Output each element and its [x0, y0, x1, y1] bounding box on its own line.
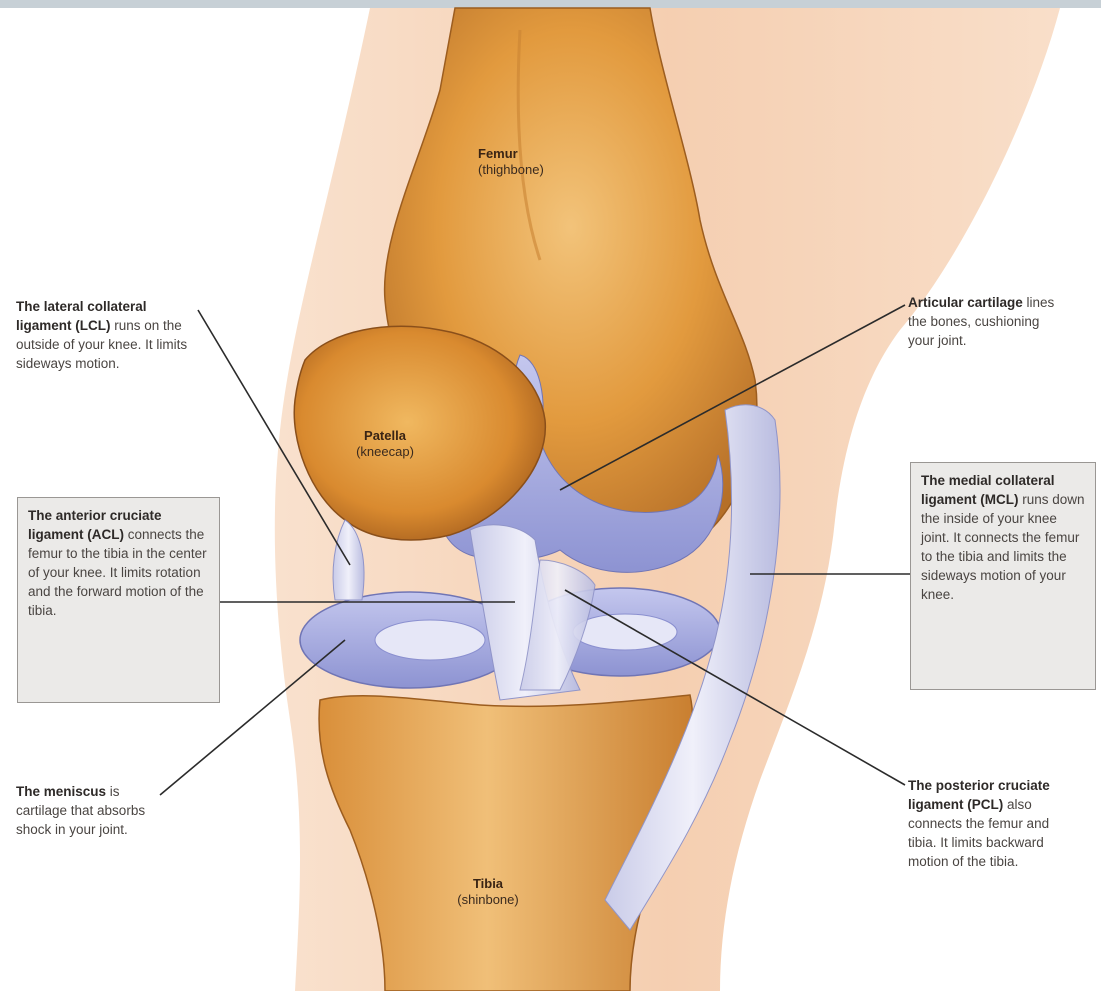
patella-label: Patella (kneecap) [340, 428, 430, 460]
acl-callout: The anterior cruciate ligament (ACL) con… [17, 497, 220, 703]
pcl-callout: The posterior cruciate ligament (PCL) al… [908, 776, 1078, 871]
lcl-callout: The lateral collateral ligament (LCL) ru… [16, 297, 201, 373]
articular-cartilage-callout: Articular cartilage lines the bones, cus… [908, 293, 1068, 350]
mcl-callout: The medial collateral ligament (MCL) run… [910, 462, 1096, 690]
tibia-label: Tibia (shinbone) [440, 876, 536, 908]
femur-label: Femur (thighbone) [478, 146, 544, 178]
meniscus-callout: The meniscus is cartilage that absorbs s… [16, 782, 166, 839]
